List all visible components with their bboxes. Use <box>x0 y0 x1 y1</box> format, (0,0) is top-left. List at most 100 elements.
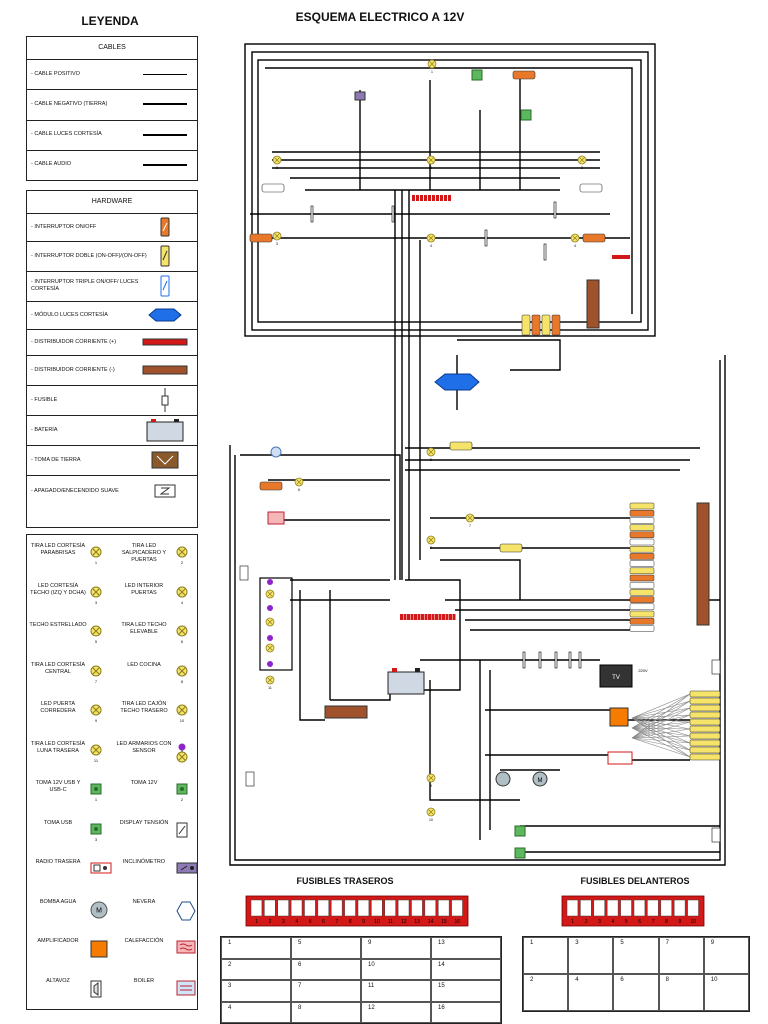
component-label: TIRA LED CORTESÍA CENTRAL <box>31 661 85 675</box>
switch <box>629 574 655 582</box>
hardware-row: - BATERÍA <box>27 415 197 446</box>
switch <box>629 610 655 618</box>
cabinet-sensor-group <box>259 577 293 671</box>
switch <box>629 560 655 567</box>
switch <box>629 596 655 603</box>
component-number: 10 <box>179 718 185 723</box>
fuse-mini <box>428 614 431 620</box>
fuse-mini <box>442 614 445 620</box>
amplifier <box>609 707 629 727</box>
svg-text:M: M <box>96 907 102 914</box>
component-number: 9 <box>94 718 98 723</box>
fuse-mini <box>417 614 421 620</box>
lamp: 7 <box>465 513 475 528</box>
heater <box>267 511 285 525</box>
fuse-table-cell: 6 <box>291 958 361 980</box>
rear-fuses-title: FUSIBLES TRASEROS <box>296 876 394 886</box>
connector <box>578 651 582 669</box>
hardware-row: - TOMA DE TIERRA <box>27 445 197 476</box>
fridge-icon <box>176 901 196 926</box>
lamp: 6 <box>294 477 304 492</box>
distributor-positive-top <box>612 255 630 259</box>
switch <box>629 545 655 553</box>
lamp-number: 8 <box>430 546 432 550</box>
amplifier-icon <box>90 940 108 963</box>
lamp-icon <box>176 545 188 563</box>
fuse-table-cell: 2 <box>523 974 569 1011</box>
connector <box>543 243 547 261</box>
switch-triple-icon <box>139 271 191 301</box>
tv <box>599 664 633 688</box>
lamp-number: 4 <box>574 244 576 248</box>
cable-row: - CABLE NEGATIVO (TIERRA) <box>27 89 197 121</box>
socket-icon <box>90 782 102 800</box>
hardware-row: - INTERRUPTOR DOBLE (ON-OFF)/(ON-OFF) <box>27 241 197 272</box>
component-label: TIRA LED TECHO ELEVABLE <box>121 622 167 635</box>
lamp-number: 6 <box>298 488 300 492</box>
hardware-row: - INTERRUPTOR ON/OFF <box>27 213 197 242</box>
fuse-table-cell: 16 <box>431 1001 501 1023</box>
lamp-icon <box>90 545 102 563</box>
speaker-connector <box>689 718 721 726</box>
fridge-label: M <box>538 778 543 784</box>
lamp: 2 <box>577 155 587 170</box>
cable-row: - CABLE LUCES CORTESÍA <box>27 120 197 151</box>
connector <box>538 651 542 669</box>
fuse-table-cell: 9 <box>361 937 431 959</box>
lamp: 4 <box>426 233 436 248</box>
hardware-label: - INTERRUPTOR ON/OFF <box>31 223 97 230</box>
fuse-table-cell: 1 <box>523 937 569 974</box>
component-number: 3 <box>94 836 98 842</box>
hardware-row: - APAGADO/ENECENDIDO SUAVE <box>27 475 197 507</box>
switch <box>629 589 655 596</box>
connector <box>522 651 526 669</box>
speaker-connector <box>689 746 721 754</box>
component-number: 4 <box>180 599 184 605</box>
fuse-mini <box>410 614 414 620</box>
hardware-row: - DISTRIBUIDOR CORRIENTE (+) <box>27 329 197 356</box>
fuse-mini <box>440 195 443 201</box>
cable-row: - CABLE POSITIVO <box>27 59 197 91</box>
lamp-number: 2 <box>276 166 278 170</box>
cables-header: CABLES <box>27 37 197 60</box>
hardware-label: - DISTRIBUIDOR CORRIENTE (-) <box>31 366 115 373</box>
switch <box>521 314 531 336</box>
fuse-table-cell: 4 <box>221 1001 291 1023</box>
hardware-label: - BATERÍA <box>31 426 58 433</box>
hardware-header: HARDWARE <box>27 191 197 214</box>
front-fuses-title: FUSIBLES DELANTEROS <box>580 876 690 886</box>
lamp-icon <box>176 585 188 603</box>
lamp-icon <box>176 703 188 721</box>
inclinometer <box>354 91 366 101</box>
lamp-icon <box>90 703 102 721</box>
lamp: 3 <box>426 155 436 170</box>
connector <box>310 205 314 223</box>
fuse-table-cell: 1 <box>221 937 291 959</box>
lamp: 10 <box>426 807 436 822</box>
component-label: TIRA LED CAJÓN TECHO TRASERO <box>120 701 168 714</box>
switch <box>629 517 655 524</box>
speaker-connector <box>689 690 721 698</box>
boiler-icon <box>176 980 196 1001</box>
lamp-icon <box>176 664 188 682</box>
speaker-connector <box>689 739 721 747</box>
speaker <box>711 827 721 843</box>
speaker-icon <box>90 980 102 1003</box>
component-label: LED COCINA <box>127 661 161 668</box>
switch-double-icon <box>139 241 191 271</box>
speaker-connector <box>689 704 721 712</box>
component-label: DISPLAY TENSIÓN <box>119 819 169 826</box>
connector <box>554 651 558 669</box>
component-label: RADIO TRASERA <box>35 859 81 865</box>
component-label: TIRA LED SALPICADERO Y PUERTAS <box>121 543 167 563</box>
switch <box>629 524 655 531</box>
distributor-negative-icon <box>139 355 191 385</box>
hardware-label: - APAGADO/ENECENDIDO SUAVE <box>31 487 119 494</box>
fuse-table-cell: 12 <box>361 1001 431 1023</box>
lamp-icon <box>90 743 102 761</box>
hardware-label: - TOMA DE TIERRA <box>31 456 81 463</box>
lamp <box>265 589 275 599</box>
speaker-connector <box>689 711 721 719</box>
radio-rear <box>607 751 633 765</box>
